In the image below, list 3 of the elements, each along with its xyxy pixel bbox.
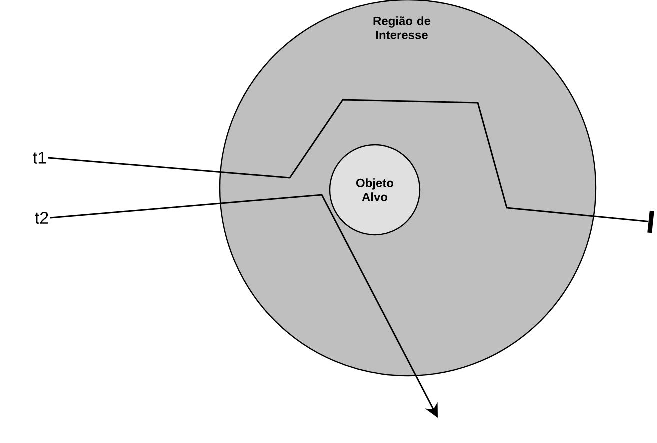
trajectory-label: t2 <box>35 212 48 224</box>
end-bar <box>648 210 654 234</box>
trajectory-label: t1 <box>33 152 46 164</box>
